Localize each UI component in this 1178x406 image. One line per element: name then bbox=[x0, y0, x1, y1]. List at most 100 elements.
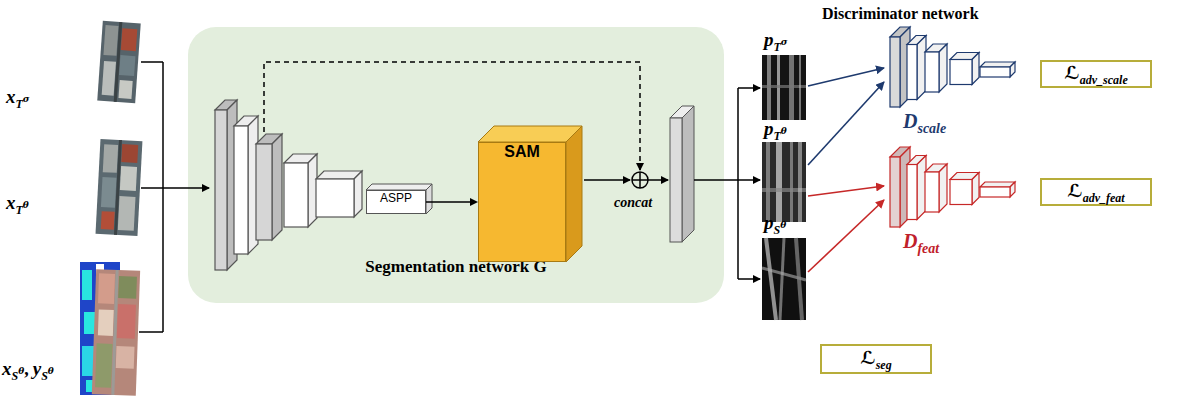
symbol-part: T bbox=[774, 40, 781, 54]
discriminator-block-front bbox=[907, 165, 917, 220]
loss-box: ℒadv_feat bbox=[1040, 178, 1152, 206]
discriminator-block-side bbox=[939, 44, 947, 92]
symbol-part: x bbox=[6, 86, 16, 107]
discriminator-block-front bbox=[925, 52, 939, 92]
encoder-block bbox=[284, 154, 317, 227]
panel-title: Segmentation network G bbox=[188, 257, 724, 277]
module-label: SAM bbox=[504, 143, 540, 160]
disc-arrow bbox=[808, 68, 884, 86]
symbol-part: σ bbox=[23, 94, 30, 104]
disc-arrow bbox=[808, 200, 884, 272]
math-label: xSθ,ySθ bbox=[2, 358, 54, 384]
loss-symbol: ℒ bbox=[1064, 63, 1079, 83]
math-label: Discriminator network bbox=[822, 2, 979, 26]
aspp-box: ASPP bbox=[366, 190, 426, 214]
loss-symbol: ℒ bbox=[1067, 181, 1082, 201]
loss-symbol: ℒ bbox=[860, 348, 875, 368]
discriminator-block bbox=[950, 173, 979, 205]
symbol-part: T bbox=[16, 203, 23, 217]
discriminator-block-top bbox=[980, 182, 1015, 187]
input-image bbox=[97, 21, 140, 103]
encoder-block bbox=[316, 171, 362, 217]
math-label: xTσ bbox=[6, 86, 29, 112]
discriminator-block-side bbox=[972, 53, 979, 85]
discriminator-block bbox=[925, 44, 947, 92]
encoder-block-front bbox=[316, 179, 354, 217]
symbol-part: σ bbox=[781, 37, 788, 47]
arrow-head bbox=[470, 198, 478, 206]
encoder-block-front bbox=[234, 126, 248, 254]
encoder-block-side bbox=[272, 134, 282, 240]
symbol-part: θ bbox=[18, 366, 24, 376]
discriminator-block bbox=[925, 164, 947, 212]
panel-ground bbox=[188, 27, 724, 303]
symbol-part: feat bbox=[917, 241, 939, 256]
prediction-map bbox=[762, 55, 806, 120]
encoder-block-side bbox=[354, 171, 362, 217]
math-label: pSθ bbox=[764, 212, 786, 238]
math-label: pTσ bbox=[764, 29, 787, 55]
symbol-part: scale bbox=[917, 121, 946, 136]
output-feature bbox=[670, 106, 694, 242]
sam-face bbox=[478, 126, 582, 142]
loss-box: ℒadv_scale bbox=[1040, 60, 1152, 88]
prediction-map bbox=[762, 238, 806, 320]
discriminator-block-top bbox=[980, 62, 1015, 67]
discriminator-block bbox=[980, 62, 1015, 77]
symbol-part: p bbox=[764, 118, 774, 139]
symbol-part: θ bbox=[23, 200, 29, 210]
disc-arrow bbox=[808, 82, 884, 165]
output-branch bbox=[694, 88, 760, 279]
aspp-face bbox=[426, 184, 432, 214]
segmentation-panel: Segmentation network G ASPP SAM bbox=[188, 27, 724, 303]
prediction-map bbox=[762, 142, 806, 222]
symbol-part: T bbox=[16, 97, 23, 111]
symbol-part: S bbox=[41, 369, 48, 383]
label-map bbox=[80, 262, 120, 395]
discriminator-block-front bbox=[950, 180, 972, 205]
discriminator-block-side bbox=[939, 164, 947, 212]
symbol-part: p bbox=[764, 29, 774, 50]
discriminator-block-front bbox=[980, 67, 1010, 77]
math-label: concat bbox=[614, 190, 652, 214]
symbol-part: θ bbox=[781, 126, 787, 136]
symbol-part: , bbox=[24, 359, 29, 379]
math-label: Dfeat bbox=[903, 230, 939, 257]
loss-subscript: adv_scale bbox=[1080, 73, 1128, 87]
symbol-part: p bbox=[764, 212, 774, 233]
sam-module: SAM bbox=[478, 142, 566, 262]
skip-connection bbox=[264, 62, 640, 170]
math-label: xTθ bbox=[6, 192, 29, 218]
loss-subscript: adv_feat bbox=[1083, 191, 1125, 205]
math-label: pTθ bbox=[764, 118, 787, 144]
symbol-part: S bbox=[774, 223, 781, 237]
math-label: Dscale bbox=[903, 110, 946, 137]
symbol-part: y bbox=[33, 358, 41, 379]
flow-arrow bbox=[648, 179, 668, 181]
encoder-block bbox=[234, 116, 258, 254]
encoder-block-front bbox=[256, 144, 272, 240]
encoder-block bbox=[256, 134, 282, 240]
sam-face bbox=[566, 126, 582, 262]
flow-arrow bbox=[584, 179, 630, 181]
discriminator-block bbox=[907, 156, 926, 220]
operation-label: concat bbox=[614, 195, 652, 210]
concat-symbol bbox=[632, 172, 648, 188]
symbol-part: T bbox=[774, 129, 781, 143]
symbol-part: D bbox=[903, 110, 917, 132]
discriminator-block-front bbox=[890, 37, 900, 107]
symbol-part: x bbox=[6, 192, 16, 213]
symbol-part: S bbox=[12, 369, 19, 383]
discriminator-block bbox=[950, 53, 979, 85]
discriminator-block-side bbox=[972, 173, 979, 205]
flow-arrow bbox=[426, 198, 478, 206]
section-title: Discriminator network bbox=[822, 5, 979, 22]
symbol-part: x bbox=[2, 358, 12, 379]
input-image bbox=[96, 139, 143, 236]
loss-box: ℒseg bbox=[820, 344, 932, 374]
module-label: ASPP bbox=[380, 191, 412, 205]
discriminator-block-front bbox=[890, 157, 900, 227]
